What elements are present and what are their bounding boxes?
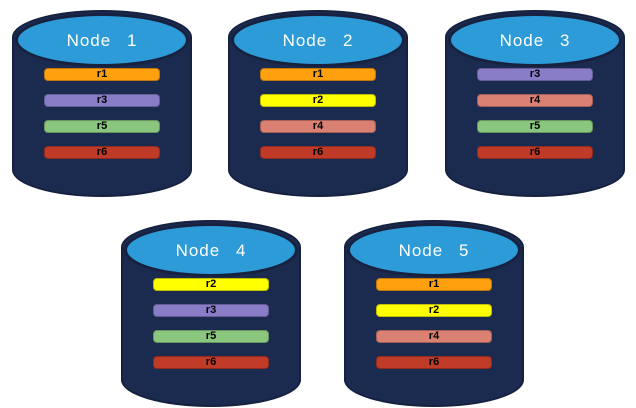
- replica-label: r5: [529, 120, 541, 132]
- replica-bar: r4: [260, 120, 376, 133]
- replica-bar: r4: [477, 94, 593, 107]
- replica-bar: r1: [260, 68, 376, 81]
- replica-bar: r1: [44, 68, 160, 81]
- replica-bar: r5: [44, 120, 160, 133]
- replica-bar: r4: [376, 330, 492, 343]
- node-3-replica-list: r3 r4 r5 r6: [447, 68, 623, 159]
- replica-bar: r5: [477, 120, 593, 133]
- replica-label: r6: [428, 356, 440, 368]
- node-1-title: Node 1: [66, 31, 138, 50]
- node-4-title: Node 4: [175, 241, 247, 260]
- node-2-replica-list: r1 r2 r4 r6: [230, 68, 406, 159]
- replica-label: r3: [205, 304, 217, 316]
- node-2-cylinder: Node 2 r1 r2 r4 r6: [228, 10, 408, 197]
- replica-label: r4: [529, 94, 541, 106]
- node-4-replica-list: r2 r3 r5 r6: [123, 278, 299, 369]
- replica-bar: r1: [376, 278, 492, 291]
- node-5-top-ellipse: Node 5: [347, 223, 521, 277]
- node-3-top-ellipse: Node 3: [448, 13, 622, 67]
- replica-label: r6: [96, 146, 108, 158]
- node-4-cylinder: Node 4 r2 r3 r5 r6: [121, 220, 301, 407]
- replica-label: r3: [96, 94, 108, 106]
- replica-label: r2: [312, 94, 324, 106]
- node-5-replica-list: r1 r2 r4 r6: [346, 278, 522, 369]
- replica-label: r6: [205, 356, 217, 368]
- replica-label: r5: [205, 330, 217, 342]
- replica-bar: r3: [44, 94, 160, 107]
- replica-label: r1: [312, 68, 324, 80]
- replica-bar: r2: [376, 304, 492, 317]
- node-1-top-ellipse: Node 1: [15, 13, 189, 67]
- replica-label: r3: [529, 68, 541, 80]
- node-5-title: Node 5: [398, 241, 470, 260]
- replica-bar: r6: [44, 146, 160, 159]
- replica-label: r6: [529, 146, 541, 158]
- replica-label: r1: [96, 68, 108, 80]
- node-5-cylinder: Node 5 r1 r2 r4 r6: [344, 220, 524, 407]
- replica-label: r4: [312, 120, 324, 132]
- node-2-title: Node 2: [282, 31, 354, 50]
- replica-label: r5: [96, 120, 108, 132]
- replica-bar: r6: [153, 356, 269, 369]
- replica-bar: r6: [376, 356, 492, 369]
- node-3-cylinder: Node 3 r3 r4 r5 r6: [445, 10, 625, 197]
- replica-bar: r2: [153, 278, 269, 291]
- replica-label: r1: [428, 278, 440, 290]
- replica-bar: r2: [260, 94, 376, 107]
- node-2-top-ellipse: Node 2: [231, 13, 405, 67]
- node-3-title: Node 3: [499, 31, 571, 50]
- replica-bar: r5: [153, 330, 269, 343]
- node-1-replica-list: r1 r3 r5 r6: [14, 68, 190, 159]
- replica-label: r2: [205, 278, 217, 290]
- replica-bar: r6: [477, 146, 593, 159]
- replica-label: r6: [312, 146, 324, 158]
- node-4-top-ellipse: Node 4: [124, 223, 298, 277]
- replica-bar: r3: [153, 304, 269, 317]
- replica-label: r2: [428, 304, 440, 316]
- replica-label: r4: [428, 330, 440, 342]
- replica-bar: r6: [260, 146, 376, 159]
- node-1-cylinder: Node 1 r1 r3 r5 r6: [12, 10, 192, 197]
- replica-bar: r3: [477, 68, 593, 81]
